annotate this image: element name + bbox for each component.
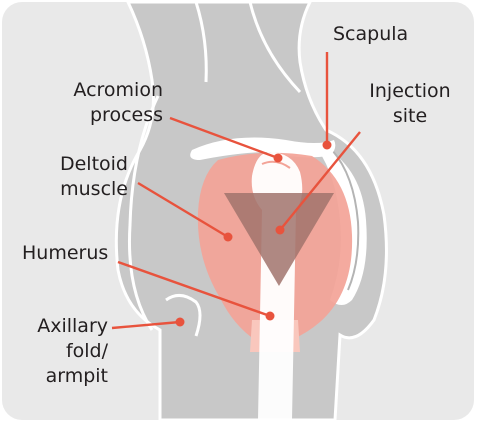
axillary-point [175, 317, 185, 327]
injection-label-line2: site [393, 105, 427, 127]
humerus-leader [117, 260, 271, 318]
torso-outline [128, 95, 160, 331]
back-contour [248, 1, 302, 94]
acromion-label-line1: Acromion [73, 79, 163, 101]
injection-leader [279, 131, 361, 231]
axillary-label-line2: fold/ [66, 340, 109, 362]
deltoid-point [223, 232, 233, 242]
neck-contour [194, 1, 208, 83]
axillary-label-line1: Axillary [37, 315, 108, 337]
axillary-label-line3: armpit [46, 365, 108, 387]
injection-label-line1: Injection [369, 80, 450, 102]
deltoid-label-line2: muscle [60, 178, 128, 200]
injection-point [275, 225, 285, 235]
axillary-fold-outline [165, 294, 202, 337]
acromion-leader [169, 116, 279, 160]
scapula-inner [331, 149, 360, 291]
acromion-point [273, 153, 283, 163]
humerus-point [265, 311, 275, 321]
axillary-leader [111, 320, 181, 330]
acromion-label-line2: process [90, 104, 163, 126]
scapula-point [322, 140, 332, 150]
deltoid-label-line1: Deltoid [60, 153, 128, 175]
injection-triangle [224, 193, 334, 286]
humerus-label: Humerus [22, 242, 108, 264]
deltoid-leader [137, 181, 229, 239]
scapula-label: Scapula [333, 23, 408, 45]
